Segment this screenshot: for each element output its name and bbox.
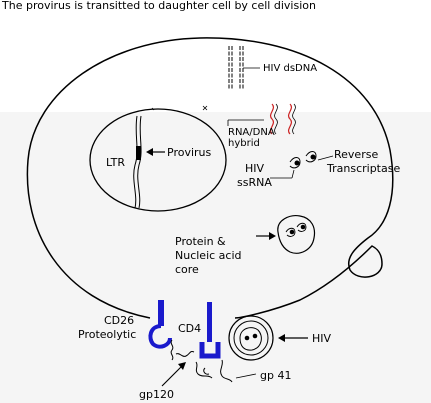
gp120-gp41-proteins [170,339,233,383]
cd4-receptor [199,302,221,359]
cd26-label-1: CD26 [104,314,134,327]
reverse-transcriptase-label-1: Reverse [334,148,378,161]
hiv-virion-arrow [278,334,308,342]
rna-dna-hybrid-strands [227,103,296,135]
provirus-label: Provirus [167,146,212,159]
gp41-pointer [235,373,257,379]
rna-dna-hybrid-label-1: RNA/DNA [228,127,275,138]
core-label-2: Nucleic acid [175,249,242,262]
cd26-label-2: Proteolytic [78,328,136,341]
reverse-transcriptase-label-2: Transcriptase [326,162,400,175]
cd26-receptor [148,300,172,349]
core-label-1: Protein & [175,235,226,248]
cell-membrane [26,37,394,319]
gp41-label: gp 41 [260,369,291,382]
hiv-dsdna-strands [228,46,260,90]
rna-dna-hybrid-label-2: hybrid [228,138,260,149]
hiv-ssrna-label-1: HIV [245,162,265,175]
hiv-virion [228,315,274,361]
hiv-virion-label: HIV [312,332,332,345]
hiv-ssrna-symbol [270,151,334,179]
cd4-label: CD4 [178,322,201,335]
hiv-dsdna-label: HIV dsDNA [263,63,317,74]
provirus-chromosome [133,115,142,209]
core-arrow [256,232,276,240]
viral-core [277,215,316,254]
gp120-label: gp120 [139,388,174,401]
gp120-arrow [161,362,186,387]
hiv-ssrna-label-2: ssRNA [237,176,272,189]
nuclear-pore-mark [202,105,208,111]
nucleus [89,108,227,212]
diagram-caption: The provirus is transitted to daughter c… [1,0,316,12]
ltr-label: LTR [106,156,125,169]
nuclear-pore-mark-2 [151,107,155,111]
core-label-3: core [175,263,199,276]
provirus-arrow [146,148,165,156]
